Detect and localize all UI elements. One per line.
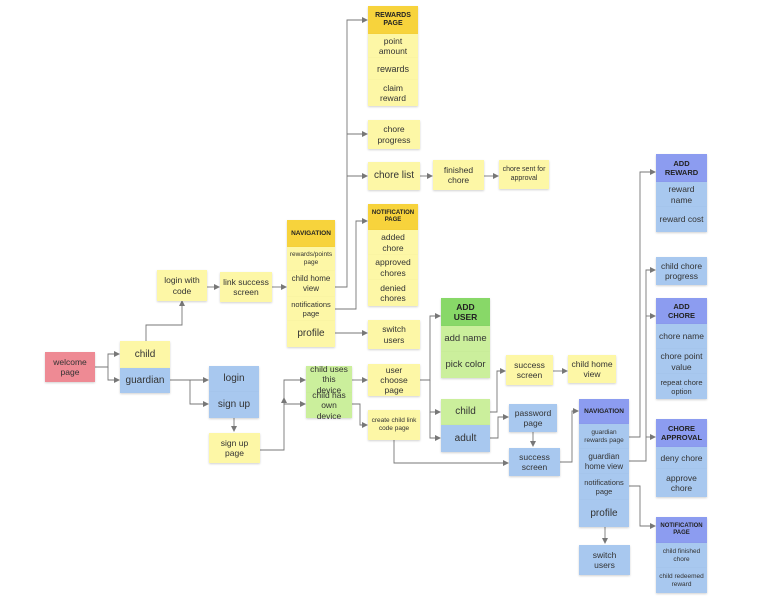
edge-guardianhome-progress <box>629 267 656 462</box>
notification-page-header-guardian: NOTIFICATION PAGE <box>656 517 707 543</box>
chore-progress-node: chore progress <box>368 120 420 149</box>
add-user-header: ADD USER <box>441 298 490 326</box>
user-choose-page-node: user choose page <box>368 364 420 396</box>
child-nav-child-home-view: child home view <box>287 271 335 297</box>
success-screen-adult-node: success screen <box>509 448 560 476</box>
approve-chore-node: approve chore <box>656 469 707 497</box>
add-reward-header: ADD REWARD <box>656 154 707 182</box>
added-chore-node: added chore <box>368 230 418 255</box>
guardian-navigation-header: NAVIGATION <box>579 399 629 424</box>
chore-name-node: chore name <box>656 324 707 349</box>
switch-users-child-node: switch users <box>368 320 420 349</box>
add-chore-header: ADD CHORE <box>656 298 707 324</box>
link-success-screen-node: link success screen <box>220 272 272 302</box>
pick-color-node: pick color <box>441 352 490 378</box>
edge-welcome-guardian <box>107 367 120 383</box>
child-uses-this-device-node: child uses this device <box>306 364 352 395</box>
edge-child-success <box>490 368 506 413</box>
child-finished-chore-node: child finished chore <box>656 543 707 568</box>
add-name-node: add name <box>441 326 490 352</box>
child-nav-notifications-page: notifications page <box>287 297 335 321</box>
welcome-page-node: welcome page <box>45 352 95 382</box>
point-amount-node: point amount <box>368 34 418 58</box>
sign-up-page-node: sign up page <box>209 433 260 463</box>
guardian-profile-node: profile <box>579 500 629 527</box>
edge-navnotif-notif <box>335 218 368 310</box>
deny-chore-node: deny chore <box>656 447 707 469</box>
child-nav-rewards-points-page: rewards/points page <box>287 247 335 271</box>
approved-chores-node: approved chores <box>368 255 418 280</box>
denied-chores-node: denied chores <box>368 280 418 306</box>
login-with-code-node: login with code <box>157 270 207 301</box>
edge-guardianrewards-addreward <box>629 169 656 438</box>
sign-up-node: sign up <box>209 392 259 418</box>
edge-welcome-child <box>95 351 120 368</box>
edge-284-up <box>283 377 306 398</box>
edge-adult-password <box>490 414 509 439</box>
edge-own-createlink <box>352 403 368 428</box>
edge-createlink-success <box>393 440 509 466</box>
edge-userchoose-child <box>429 380 441 415</box>
chore-sent-for-approval-node: chore sent for approval <box>499 160 549 189</box>
finished-chore-node: finished chore <box>433 160 484 190</box>
child-navigation-header: NAVIGATION <box>287 220 335 247</box>
chore-list-node: chore list <box>368 162 420 190</box>
edge-guardiannotif-notif <box>629 485 656 529</box>
success-screen-child-node: success screen <box>506 355 553 385</box>
child-node: child <box>120 341 170 368</box>
chore-point-value-node: chore point value <box>656 349 707 374</box>
edge-navhome-rewards <box>335 17 368 288</box>
user-type-adult-node: adult <box>441 425 490 452</box>
reward-name-node: reward name <box>656 182 707 207</box>
guardian-rewards-page-node: guardian rewards page <box>579 424 629 449</box>
guardian-home-view-node: guardian home view <box>579 449 629 474</box>
create-child-link-code-page-node: create child link code page <box>368 410 420 440</box>
repeat-chore-option-node: repeat chore option <box>656 374 707 399</box>
edge-signuppage-child-device <box>260 397 287 451</box>
reward-cost-node: reward cost <box>656 207 707 232</box>
login-node: login <box>209 366 259 392</box>
child-nav-profile: profile <box>287 321 335 347</box>
chore-approval-header: CHORE APPROVAL <box>656 419 707 447</box>
guardian-node: guardian <box>120 368 170 393</box>
edge-userchoose-adduser <box>420 313 441 381</box>
user-type-child-node: child <box>441 399 490 425</box>
password-page-node: password page <box>509 404 557 432</box>
child-chore-progress-node: child chore progress <box>656 257 707 285</box>
edge-userchoose-adult <box>429 412 441 441</box>
notification-page-header-child: NOTIFICATION PAGE <box>368 204 418 230</box>
edge-child-login-code <box>145 300 185 341</box>
guardian-notifications-page-node: notifications page <box>579 474 629 500</box>
rewards-node: rewards <box>368 58 418 80</box>
edge-guardian-signup <box>189 380 209 407</box>
switch-users-guardian-node: switch users <box>579 545 630 575</box>
child-redeemed-reward-node: child redeemed reward <box>656 568 707 593</box>
rewards-page-header: REWARDS PAGE <box>368 6 418 34</box>
edge-success-guardiannav <box>560 408 579 463</box>
claim-reward-node: claim reward <box>368 80 418 106</box>
child-has-own-device-node: child has own device <box>306 390 352 421</box>
child-home-view-target-node: child home view <box>568 355 616 383</box>
